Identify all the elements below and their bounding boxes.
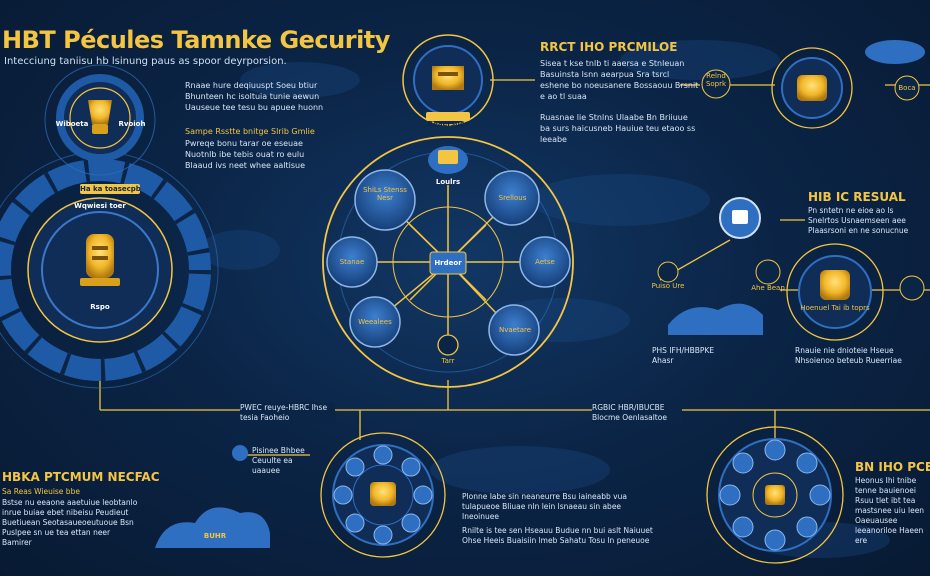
- center-node-top-right: Srellous: [498, 194, 527, 202]
- left-hub-bottom-label: Rspo: [90, 303, 110, 311]
- bottom-left-heading: HBKA PTCMUM NECFAC: [2, 470, 160, 484]
- right-mid-bottom-left: PHS IFH/HBBPKE: [652, 346, 715, 355]
- right-mid-hub: [657, 197, 925, 341]
- right-top-badge-right: Boca: [898, 84, 916, 92]
- bottom-left-meta: Sa Reas Wieuise bbe: [2, 487, 80, 496]
- left-hub: [0, 64, 219, 389]
- center-hub: [322, 34, 574, 388]
- center-bottom-badge: Tarr: [441, 357, 455, 365]
- left-text-block-1: Rnaae hure deqiuuspt Soeu btiur Bhunteen…: [185, 81, 324, 112]
- mid-link-left-label: PWEC reuye-HBRC Ihse tesia Faoheio: [240, 403, 335, 423]
- center-node-top-left: ShiLs Stenss Nesr: [363, 186, 407, 202]
- center-top-label: Reaersuer: [427, 120, 469, 128]
- top-center-text-1: Sisea t kse tnlb ti aaersa e Stnleuan Ba…: [540, 59, 699, 101]
- left-hub-top-badge: Ha ka toasecpb: [80, 185, 141, 193]
- right-top-badge-left: Relnd Soprk: [705, 72, 727, 88]
- right-mid-bottom-text: Rnauie nie dnioteie Hseue Nhsoienoo bete…: [795, 346, 902, 365]
- right-top-hub: [701, 40, 925, 129]
- bottom-center-text-1: Plonne Iabe sin neaneurre Bsu iaineabb v…: [462, 492, 627, 521]
- bottom-center-hub: [232, 432, 446, 558]
- bottom-left-text: Bstse nu eeaone aaetuiue leobtanlo inrue…: [2, 498, 138, 547]
- mid-link-right-label: RGBIC HBR/IBUCBE Blocme Oenlasaltoe: [592, 403, 682, 423]
- right-mid-badge-right: Ahe Beap: [751, 284, 785, 292]
- left-hub-ring-label: Wqwiesi toer: [74, 202, 126, 210]
- center-node-right: Aetse: [535, 258, 555, 266]
- top-center-heading: RRCT IHO PRCMILOE: [540, 40, 678, 54]
- bottom-center-text-2: Rnilte is tee sen Hseauu Budue nn bui as…: [462, 526, 653, 545]
- right-mid-text: Pn sntetn ne eioe ao ls Snelrtos Usnaems…: [808, 206, 909, 235]
- bottom-right-hub: [706, 426, 844, 564]
- center-hub-label: Hrdeor: [434, 259, 462, 267]
- left-text-block-2: Pwreqe bonu tarar oe eseuae Nuotnlb ibe …: [185, 139, 306, 170]
- center-node-bottom-left: Weealees: [358, 318, 392, 326]
- bottom-left-cloud-label: BUHR: [203, 532, 227, 540]
- right-mid-hub-label: Hoenuel Tai ib toprs: [800, 304, 870, 312]
- center-top-badge: Loulrs: [435, 178, 461, 186]
- right-mid-bottom-left-sub: Ahasr: [652, 356, 674, 365]
- left-text-block-2-heading: Sampe Rsstte bnitge Slrib Gmlie: [185, 127, 315, 136]
- center-node-left: Stanae: [339, 258, 365, 266]
- page-subtitle: Intecciung taniisu hb lsinung paus as sp…: [4, 56, 287, 67]
- bottom-right-text: Heonus Ihi tnibe tenne bauienoei Rsuu tl…: [855, 476, 925, 545]
- top-center-text-2: Ruasnae lie Stnlns Ulaabe Bn Briiuue ba …: [540, 113, 696, 144]
- left-hub-label-left: Wiboeta: [55, 120, 89, 128]
- right-mid-heading: HIB IC RESUAL: [808, 190, 906, 204]
- right-mid-badge-left: Puiso Ure: [651, 282, 685, 290]
- left-hub-label-right: Rvoioh: [118, 120, 146, 128]
- bottom-center-label: Pisinee Bhbee Ceuulte ea uaauee: [252, 446, 305, 475]
- bottom-right-heading: BN IHO PCEAC: [855, 460, 930, 474]
- center-node-bottom-right: Nvaetare: [498, 326, 532, 334]
- page-title: HBT Pécules Tamnke Gecurity: [2, 26, 390, 54]
- bottom-left-cloud: [155, 507, 270, 548]
